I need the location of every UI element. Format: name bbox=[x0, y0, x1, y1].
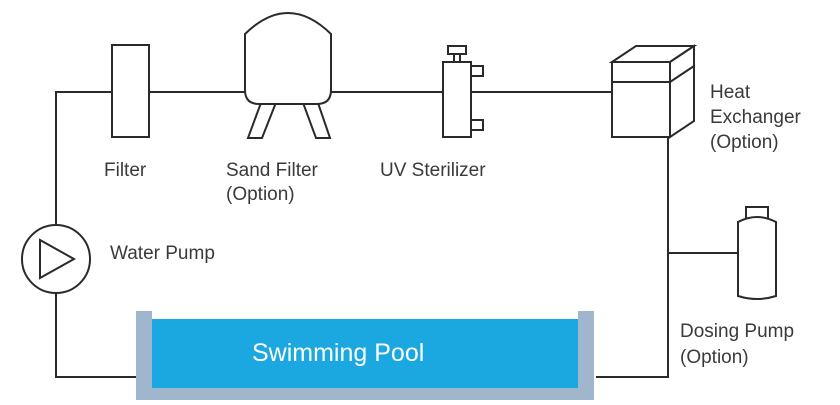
sand-filter-leg-left bbox=[246, 99, 279, 139]
pool-wall-right bbox=[578, 311, 594, 400]
swimming-pool-label: Swimming Pool bbox=[252, 339, 425, 367]
uv-port-top bbox=[470, 65, 484, 77]
pool-wall-left bbox=[136, 311, 152, 400]
dosing-pump-unit bbox=[737, 206, 777, 300]
pool-water bbox=[152, 319, 578, 388]
hx-side-face bbox=[669, 44, 695, 139]
uv-sterilizer-unit bbox=[442, 45, 484, 138]
hx-front-face bbox=[611, 61, 671, 138]
uv-port-bottom bbox=[470, 119, 484, 131]
pump-triangle-icon bbox=[39, 238, 77, 280]
pool-floor bbox=[136, 388, 594, 400]
water-pump-label: Water Pump bbox=[110, 243, 215, 264]
heat-exchanger-option-label: (Option) bbox=[710, 132, 779, 153]
sand-filter-label: Sand Filter bbox=[226, 160, 318, 181]
filter-label: Filter bbox=[104, 160, 147, 181]
pipe-top bbox=[55, 91, 612, 225]
uv-sterilizer-label: UV Sterilizer bbox=[380, 160, 486, 181]
swimming-pool bbox=[136, 311, 594, 400]
heat-exchanger-label-line1: Heat bbox=[710, 82, 751, 103]
uv-body bbox=[442, 61, 472, 138]
uv-cap bbox=[447, 45, 467, 55]
dosing-pump-option-label: (Option) bbox=[680, 347, 749, 368]
pipe-left bbox=[55, 293, 150, 378]
heat-exchanger-unit bbox=[608, 44, 698, 139]
sand-filter-option-label: (Option) bbox=[226, 184, 295, 205]
water-pump-unit bbox=[21, 224, 91, 294]
hx-side-seam bbox=[669, 65, 695, 83]
sand-filter-unit bbox=[244, 12, 332, 139]
dosing-tank bbox=[737, 216, 777, 300]
filter-unit bbox=[111, 44, 150, 138]
dosing-pump-label: Dosing Pump bbox=[680, 321, 795, 342]
sand-filter-leg-right bbox=[300, 99, 332, 139]
uv-stem bbox=[453, 53, 461, 63]
piping bbox=[55, 91, 738, 378]
pipe-right bbox=[596, 137, 669, 378]
sand-filter-tank bbox=[244, 12, 332, 105]
heat-exchanger-label-line2: Exchanger bbox=[710, 107, 801, 128]
